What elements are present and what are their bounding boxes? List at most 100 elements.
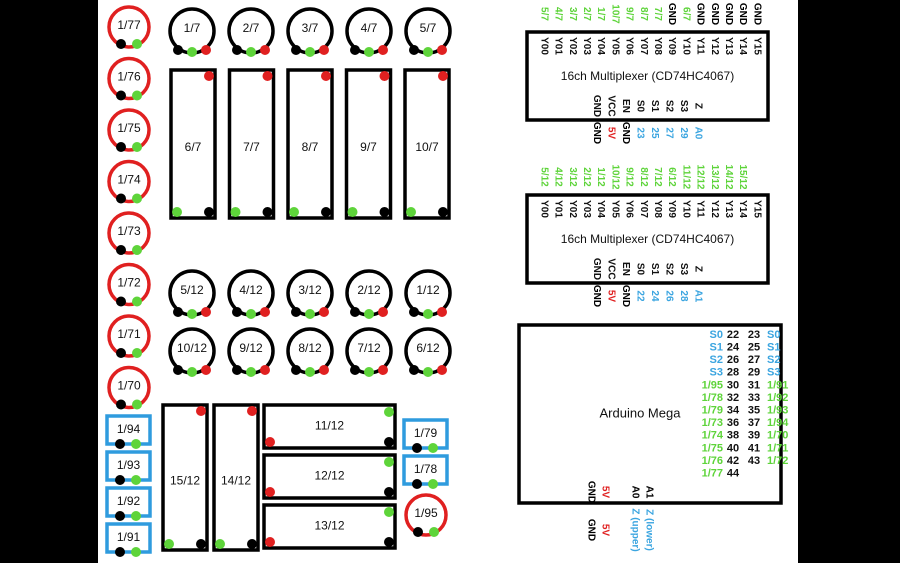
green-dot (246, 47, 256, 57)
black-dot (413, 527, 423, 537)
mux-1-top-map: GND (666, 3, 677, 25)
black-dot (384, 487, 394, 497)
arduino-left-label: 1/95 (702, 379, 723, 391)
green-dot (132, 193, 142, 204)
blue-box (105, 522, 152, 554)
black-dot (115, 547, 125, 557)
tall-rect (344, 68, 393, 220)
tall-rect (169, 68, 217, 220)
left-ring-label: 1/77 (117, 18, 141, 32)
mux-2-top-pin: Y00 (538, 200, 549, 218)
arduino-right-label: S0 (767, 329, 780, 341)
mux-2-top-pin: Y05 (609, 200, 620, 218)
mux-1-top-pin: Y02 (567, 37, 578, 55)
arduino-left-label: 1/76 (702, 455, 723, 467)
red-ring-1-95-label: 1/95 (414, 506, 438, 520)
red-dot (378, 45, 388, 55)
arduino-bottom-label: 5V (599, 524, 610, 537)
red-dot (437, 307, 447, 317)
mux-2-top-map: 4/12 (553, 167, 564, 187)
mux-1-bottom-map: GND (620, 122, 631, 144)
mux-2-bottom-pin: S2 (664, 263, 675, 276)
green-dot (384, 457, 394, 467)
mux-1-top-pin: Y15 (751, 37, 762, 55)
mux-2-top-map: 7/12 (652, 167, 663, 187)
black-dot (409, 45, 419, 55)
blue-box-label: 1/94 (117, 422, 141, 436)
mid-ring-label: 10/12 (177, 341, 207, 355)
mux-2-bottom-pin: EN (620, 262, 631, 276)
tall-rect-label: 9/7 (360, 140, 377, 154)
red-dot (201, 365, 211, 375)
tall-rect-label: 8/7 (302, 140, 319, 154)
arduino-pin: 29 (748, 367, 760, 379)
mux-2-top-pin: Y13 (723, 200, 734, 218)
mux-2-top-map: 15/12 (737, 164, 748, 189)
red-dot (437, 365, 447, 375)
green-dot (131, 475, 141, 485)
arduino-bottom-label: Z (upper) (629, 508, 640, 551)
top-ring-label: 1/7 (184, 21, 201, 35)
mux-2-title: 16ch Multiplexer (CD74HC4067) (561, 232, 734, 246)
red-dot (265, 537, 275, 547)
mux-1-top-pin: Y04 (595, 37, 606, 55)
red-dot (262, 71, 273, 81)
mux-1-bottom-pin: EN (620, 99, 631, 113)
blue-box-label: 1/78 (414, 462, 438, 476)
black-dot (291, 45, 301, 55)
mux-1-top-pin: Y12 (709, 37, 720, 55)
mux-1-bottom-map: 23 (635, 127, 646, 139)
mux-2-top-pin: Y09 (666, 200, 677, 218)
arduino-pin: 40 (727, 442, 739, 454)
blue-box-label: 1/91 (117, 530, 141, 544)
mux-2-bottom-pin: S1 (649, 263, 660, 276)
green-dot (132, 90, 142, 101)
arduino-title: Arduino Mega (600, 405, 682, 420)
arduino-left-label: 1/73 (702, 417, 723, 429)
arduino-pin: 25 (748, 342, 760, 354)
left-ring-label: 1/76 (117, 70, 141, 84)
green-dot (423, 47, 433, 57)
mid-ring-label: 7/12 (357, 341, 381, 355)
mux-2-top-pin: Y07 (638, 200, 649, 218)
blue-box (402, 418, 449, 450)
blue-box (105, 414, 152, 446)
top-ring-label: 5/7 (420, 21, 437, 35)
black-dot (232, 45, 242, 55)
blue-box-label: 1/79 (414, 426, 438, 440)
green-dot (132, 348, 142, 358)
mux-1-top-pin: Y10 (680, 37, 691, 55)
arduino-bottom-label: Z (lower) (643, 509, 654, 551)
black-dot (196, 539, 206, 549)
bottom-wide-rect (262, 453, 397, 500)
green-dot (246, 309, 256, 319)
red-dot (437, 45, 447, 55)
mux-2-top-map: 11/12 (680, 165, 691, 190)
green-dot (131, 439, 141, 449)
arduino-bottom-pin: A0 (629, 486, 640, 499)
green-dot (423, 367, 433, 377)
top-ring-label: 3/7 (302, 21, 319, 35)
mux-2-bottom-map: GND (620, 285, 631, 307)
left-ring-label: 1/72 (117, 276, 141, 290)
green-dot (305, 47, 315, 57)
mux-2-bottom-map: 24 (649, 290, 660, 302)
mux-2-top-pin: Y08 (652, 200, 663, 218)
mux-1-bottom-pin: S2 (664, 100, 675, 113)
mux-1-top-map: 3/7 (567, 7, 578, 21)
arduino-right-label: 1/94 (767, 417, 789, 429)
arduino-pin: 38 (727, 430, 739, 442)
left-ring (107, 56, 151, 101)
arduino-left-label: 1/74 (702, 430, 724, 442)
black-dot (350, 45, 360, 55)
green-dot (131, 547, 141, 557)
green-dot (246, 367, 256, 377)
mux-1-bottom-map: 29 (678, 127, 689, 139)
black-dot (321, 207, 331, 217)
mux-2-top-pin: Y03 (581, 200, 592, 218)
bottom-wide-rect-label: 13/12 (314, 519, 344, 533)
mux-1-top-map: 8/7 (638, 7, 649, 21)
mux-1-top-map: GND (723, 3, 734, 25)
arduino-pin: 26 (727, 354, 739, 366)
arduino-pin: 34 (727, 405, 740, 417)
